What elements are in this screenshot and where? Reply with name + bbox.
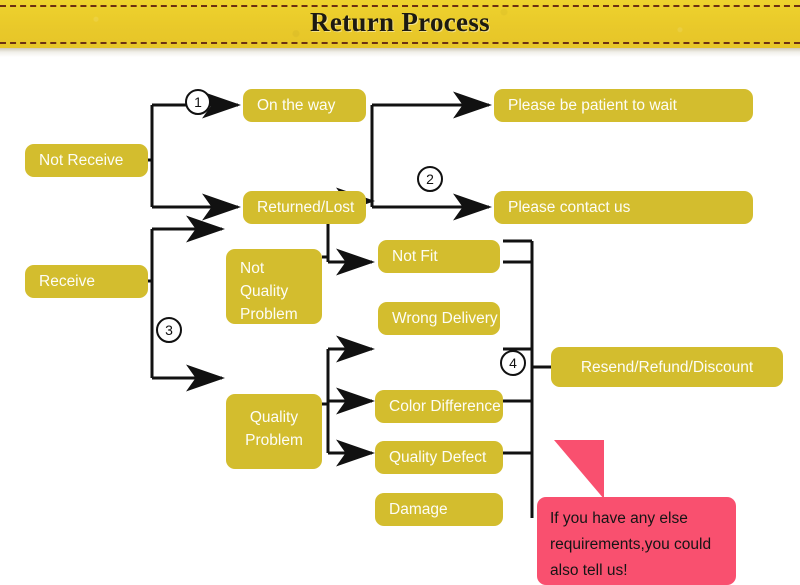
node-not-fit[interactable]: Not Fit [378,240,500,273]
node-returned-lost[interactable]: Returned/Lost [243,191,366,224]
step-marker-2: 2 [417,166,443,192]
node-please-be-patient-to-wait[interactable]: Please be patient to wait [494,89,753,122]
node-resend-refund-discount[interactable]: Resend/Refund/Discount [551,347,783,387]
flowchart-canvas: Not Receive Receive On the way Returned/… [0,57,800,585]
node-quality-defect[interactable]: Quality Defect [375,441,503,474]
step-marker-1: 1 [185,89,211,115]
header-banner [0,0,800,48]
banner-dashed-line-bottom [0,42,800,44]
callout-bubble: If you have any else requirements,you co… [537,497,736,585]
step-marker-3: 3 [156,317,182,343]
flowchart-connectors [148,91,551,518]
node-color-difference[interactable]: Color Difference [375,390,503,423]
node-receive[interactable]: Receive [25,265,148,298]
callout-tail-icon [540,440,604,499]
node-damage[interactable]: Damage [375,493,503,526]
page-title: Return Process [310,7,490,37]
node-please-contact-us[interactable]: Please contact us [494,191,753,224]
node-not-receive[interactable]: Not Receive [25,144,148,177]
banner-dashed-line-top [0,5,800,7]
header-banner-shadow [0,48,800,57]
node-wrong-delivery[interactable]: Wrong Delivery [378,302,500,335]
node-on-the-way[interactable]: On the way [243,89,366,122]
step-marker-4: 4 [500,350,526,376]
